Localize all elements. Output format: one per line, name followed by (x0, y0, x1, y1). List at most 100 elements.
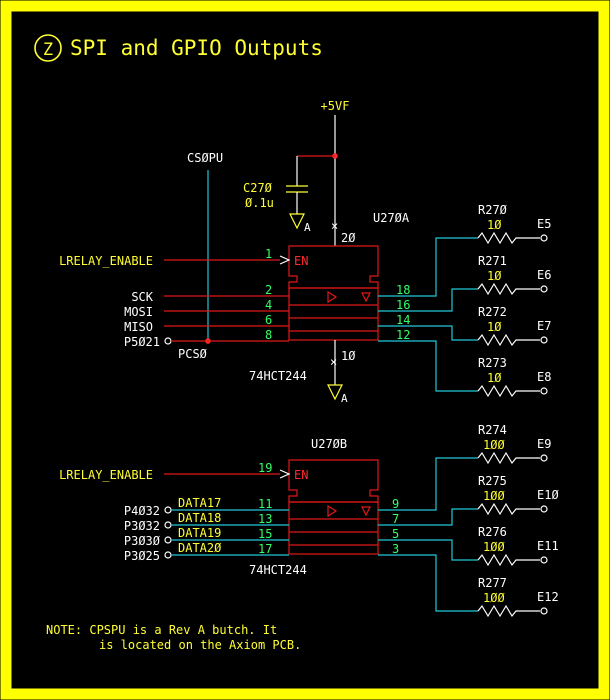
port-connector-icon (164, 551, 172, 559)
resistor-icon (477, 384, 540, 398)
terminal-label: E7 (537, 319, 551, 333)
net-label: DATA17 (178, 496, 221, 510)
u1-buffer-block (288, 287, 379, 341)
u1-input-sck: SCK (131, 290, 153, 304)
u1-part: 74HCT244 (249, 369, 307, 383)
port-label: P4Ø32 (124, 504, 160, 518)
port-connector-icon (164, 521, 172, 529)
resistor-r274: R274 1ØØ E9 (477, 423, 551, 465)
terminal-icon (540, 556, 548, 564)
cs-net-label: CSØPU (187, 151, 223, 165)
resistor-ref: R275 (478, 474, 507, 488)
note-line-1: NOTE: CPSPU is a Rev A butch. It (46, 623, 277, 637)
power-net-label: +5VF (321, 99, 350, 113)
resistor-icon (477, 502, 540, 516)
u1-out-wire-3 (378, 325, 478, 341)
resistor-icon (477, 451, 540, 465)
u2-tristate-icon (361, 506, 371, 517)
cap-value: Ø.1u (245, 196, 274, 210)
resistor-ref: R271 (478, 254, 507, 268)
u2-input-row: P3Ø32 DATA18 13 (124, 511, 289, 533)
resistor-r272: R272 1Ø E7 (477, 305, 551, 347)
u1-input-miso: MISO (124, 320, 153, 334)
u2-input-row: P3Ø25 DATA2Ø 17 (124, 541, 289, 563)
cap-ground-icon (289, 213, 305, 230)
resistor-value: 1Ø (487, 269, 502, 283)
terminal-icon (540, 336, 548, 344)
title-badge: Z (34, 34, 62, 62)
resistor-icon (477, 333, 540, 347)
u2-input-row: P4Ø32 DATA17 11 (124, 496, 289, 518)
u2-out-pin-3: 5 (392, 527, 399, 541)
terminal-label: E8 (537, 370, 551, 384)
terminal-icon (540, 505, 548, 513)
terminal-icon (540, 285, 548, 293)
u2-buffer-icon (327, 504, 338, 518)
u1-ground-icon (327, 384, 343, 401)
u1-vcc-pin: 2Ø (341, 231, 356, 245)
power-section: +5VF C27Ø Ø.1u A U27ØA × 2Ø (243, 99, 410, 246)
u1-pin-mosi: 4 (265, 298, 272, 312)
resistor-r273: R273 1Ø E8 (477, 356, 551, 398)
u2-out-pin-2: 7 (392, 512, 399, 526)
resistor-value: 1ØØ (483, 540, 505, 554)
u1-input-p5021: P5Ø21 (124, 335, 160, 349)
cs-net: CSØPU PCSØ (178, 151, 223, 361)
u1-buffer-icon (327, 290, 338, 304)
resistor-r270: R27Ø 1Ø E5 (477, 203, 551, 245)
u2-out-wire-2 (378, 508, 478, 526)
pin-number: 11 (258, 497, 272, 511)
pin-number: 13 (258, 512, 272, 526)
terminal-icon (540, 607, 548, 615)
page-title: SPI and GPIO Outputs (70, 36, 323, 60)
resistor-r276: R276 1ØØ E11 (477, 525, 559, 567)
port-connector-icon (164, 536, 172, 544)
resistor-ref: R274 (478, 423, 507, 437)
resistor-value: 1Ø (487, 218, 502, 232)
u2-en-net: LRELAY_ENABLE (59, 468, 153, 482)
resistor-icon (477, 604, 540, 618)
resistor-ref: R277 (478, 576, 507, 590)
resistor-icon (477, 282, 540, 296)
resistor-r271: R271 1Ø E6 (477, 254, 551, 296)
terminal-icon (540, 454, 548, 462)
terminal-label: E5 (537, 217, 551, 231)
u1-junction-net: PCSØ (178, 347, 208, 361)
u2-out-wire-3 (378, 539, 478, 561)
u1-pin-sck: 2 (265, 283, 272, 297)
u1-gnd-pin: 1Ø (341, 349, 356, 363)
u2-outputs: 9 7 5 3 R274 1ØØ E9 R275 1ØØ E1Ø R276 1Ø… (378, 423, 559, 618)
resistor-value: 1ØØ (483, 489, 505, 503)
u2-out-wire-4 (378, 554, 478, 612)
u1-tristate-icon (361, 292, 371, 303)
terminal-icon (540, 387, 548, 395)
u1-en-invert-icon (279, 255, 291, 265)
resistor-r277: R277 1ØØ E12 (477, 576, 559, 618)
resistor-ref: R272 (478, 305, 507, 319)
pin-number: 17 (258, 542, 272, 556)
resistor-icon (477, 231, 540, 245)
u1-en-net: LRELAY_ENABLE (59, 254, 153, 268)
u1-out-pin-4: 12 (396, 328, 410, 342)
u1-gnd-nc-icon: × (330, 355, 337, 369)
note-block: NOTE: CPSPU is a Rev A butch. It is loca… (46, 623, 301, 652)
u2-out-wire-1 (378, 457, 478, 511)
u2-ref: U27ØB (311, 437, 347, 451)
u2-part: 74HCT244 (249, 563, 307, 577)
u1-pin-miso: 6 (265, 313, 272, 327)
u1-chip: EN 74HCT244 × 1Ø A (249, 245, 379, 405)
u1-out-pin-1: 18 (396, 283, 410, 297)
u2-en-label: EN (294, 468, 308, 482)
resistor-value: 1Ø (487, 320, 502, 334)
u1-out-pin-3: 14 (396, 313, 410, 327)
u1-input-mosi: MOSI (124, 305, 153, 319)
u2-input-row: P3Ø3Ø DATA19 15 (124, 526, 289, 548)
resistor-value: 1Ø (487, 371, 502, 385)
cap-ref: C27Ø (243, 181, 273, 195)
terminal-label: E9 (537, 437, 551, 451)
u2-en-pin: 19 (258, 461, 272, 475)
terminal-label: E11 (537, 539, 559, 553)
